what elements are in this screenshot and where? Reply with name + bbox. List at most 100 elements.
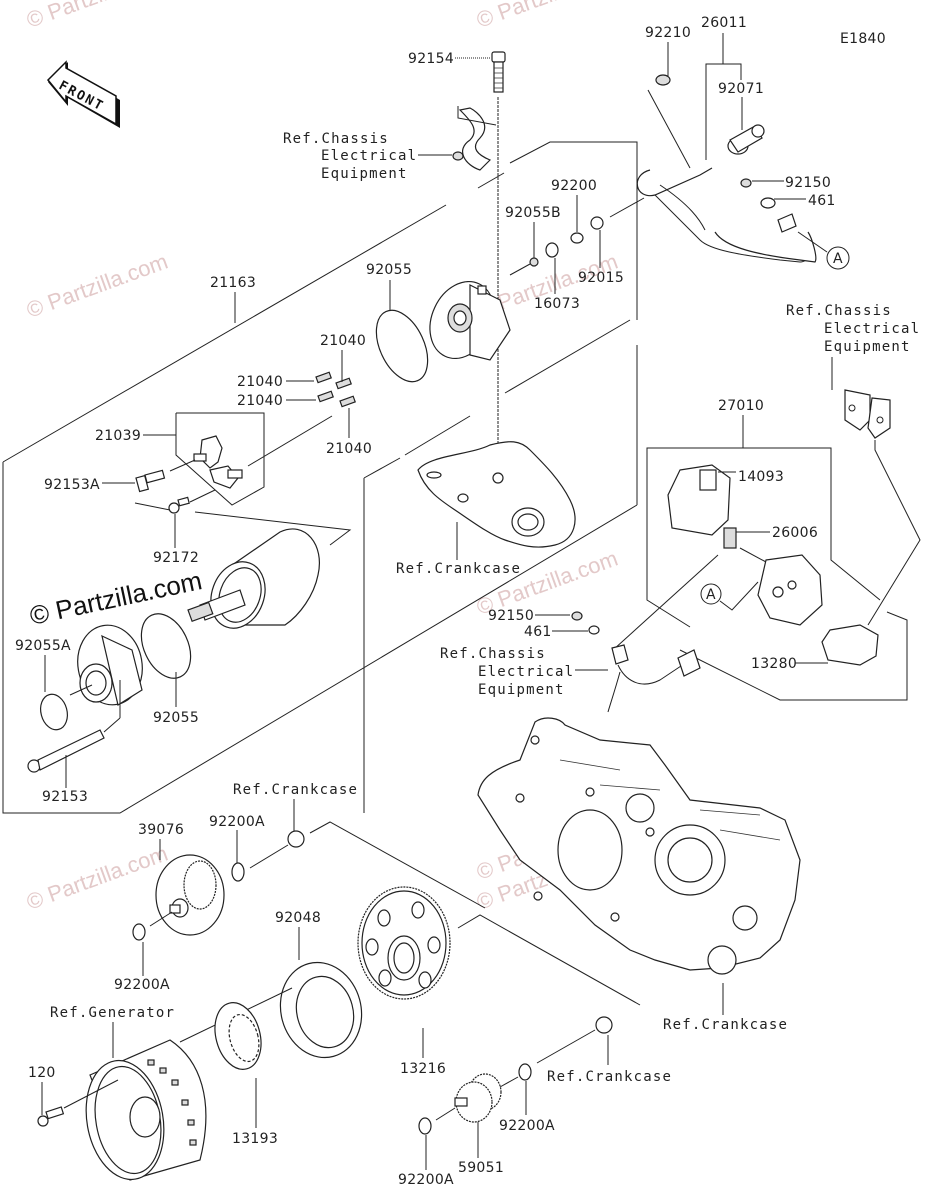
part-label: 92015 — [578, 270, 624, 286]
starter-front-cover — [69, 624, 143, 706]
hose-assembly: A — [636, 74, 850, 270]
part-label: 21040 — [326, 441, 372, 457]
callout-circle — [826, 246, 850, 270]
fuse — [723, 527, 737, 549]
part-label: 120 — [28, 1065, 56, 1081]
ref-label: Ref.Chassis — [283, 131, 389, 147]
ref-label: Equipment — [478, 682, 565, 698]
crankcase — [477, 717, 801, 975]
watermark: © Partzilla.com — [473, 0, 621, 33]
ref-label: Ref.Crankcase — [663, 1017, 788, 1033]
o-ring-small — [40, 693, 68, 731]
part-label: 92154 — [408, 51, 454, 67]
part-label: 92055 — [366, 262, 412, 278]
part-label: 92200 — [551, 178, 597, 194]
ref-label: Equipment — [321, 166, 408, 182]
screw-92172 — [168, 496, 190, 514]
grommet — [545, 242, 559, 258]
bolt-120 — [37, 1106, 65, 1127]
part-label: 27010 — [718, 398, 764, 414]
washer — [570, 232, 584, 244]
part-label: 21163 — [210, 275, 256, 291]
o-ring — [140, 613, 192, 679]
part-label: 21040 — [320, 333, 366, 349]
part-label: 92153A — [44, 477, 100, 493]
ground-harness — [607, 644, 701, 713]
part-label: 13216 — [400, 1061, 446, 1077]
part-label: 26011 — [701, 15, 747, 31]
chassis-bracket — [844, 389, 891, 439]
part-label: 92200A — [114, 977, 170, 993]
diagram-code: E1840 — [840, 31, 886, 47]
bolt-small — [571, 611, 583, 621]
watermark: © Partzilla.com — [23, 841, 171, 915]
starter-end-cover — [429, 280, 511, 361]
part-label: 16073 — [534, 296, 580, 312]
ref-label: Ref.Crankcase — [547, 1069, 672, 1085]
ref-label: Ref.Chassis — [440, 646, 546, 662]
bolt-92153 — [27, 729, 105, 773]
starter-gear — [357, 886, 451, 1000]
part-label: 13280 — [751, 656, 797, 672]
part-label: 92055A — [15, 638, 71, 654]
one-way-clutch-housing — [279, 961, 363, 1059]
crankcase-cover — [417, 441, 576, 548]
part-label: 21040 — [237, 374, 283, 390]
part-label: 461 — [808, 193, 836, 209]
ref-label: Ref.Chassis — [786, 303, 892, 319]
bolt-92154 — [491, 51, 506, 93]
part-label: 92210 — [645, 25, 691, 41]
brush-holder — [193, 435, 243, 489]
part-label: 92055 — [153, 710, 199, 726]
ref-label: Electrical — [321, 148, 417, 164]
watermark: © Partzilla.com — [23, 0, 171, 33]
flywheel-rotor — [85, 1039, 207, 1181]
part-label: 92153 — [42, 789, 88, 805]
washer — [132, 923, 146, 941]
part-label: 92055B — [505, 205, 561, 221]
box-frame — [2, 462, 638, 814]
starter-idle-gear-59051 — [454, 1073, 502, 1123]
part-label: 92150 — [785, 175, 831, 191]
washer-small — [588, 625, 600, 635]
bushing — [287, 830, 305, 848]
relay-connector — [821, 624, 879, 666]
part-label: 14093 — [738, 469, 784, 485]
part-label: 59051 — [458, 1160, 504, 1176]
washer — [231, 862, 245, 882]
watermark-main: © Partzilla.com — [27, 565, 205, 631]
part-label: 92200A — [499, 1118, 555, 1134]
ref-label: Ref.Generator — [50, 1005, 175, 1021]
part-label: 26006 — [772, 525, 818, 541]
bushing — [595, 1016, 613, 1034]
callout-circle — [700, 583, 722, 605]
part-label: 92200A — [209, 814, 265, 830]
brush-springs — [315, 371, 356, 408]
starter-relay — [739, 547, 823, 626]
ref-label: Ref.Crankcase — [233, 782, 358, 798]
watermark: © Partzilla.com — [23, 249, 171, 323]
one-way-clutch — [214, 1002, 262, 1070]
ref-label: Electrical — [824, 321, 920, 337]
part-label: 13193 — [232, 1131, 278, 1147]
part-label: 92172 — [153, 550, 199, 566]
starter-armature — [187, 528, 320, 629]
ref-label: Equipment — [824, 339, 911, 355]
part-label: 92071 — [718, 81, 764, 97]
o-ring-small — [529, 257, 539, 267]
ref-label: Electrical — [478, 664, 574, 680]
part-label: 461 — [524, 624, 552, 640]
part-label: 21040 — [237, 393, 283, 409]
nut — [590, 216, 604, 230]
washer — [418, 1117, 432, 1135]
starter-idler-gear — [155, 854, 225, 936]
part-label: 21039 — [95, 428, 141, 444]
ref-label: Ref.Crankcase — [396, 561, 521, 577]
bolt-92153A — [135, 469, 166, 493]
callout-a: A — [706, 587, 716, 603]
front-arrow-icon: FRONT — [46, 60, 120, 128]
callout-a: A — [833, 251, 843, 267]
part-label: 92048 — [275, 910, 321, 926]
part-label: 92200A — [398, 1172, 454, 1188]
